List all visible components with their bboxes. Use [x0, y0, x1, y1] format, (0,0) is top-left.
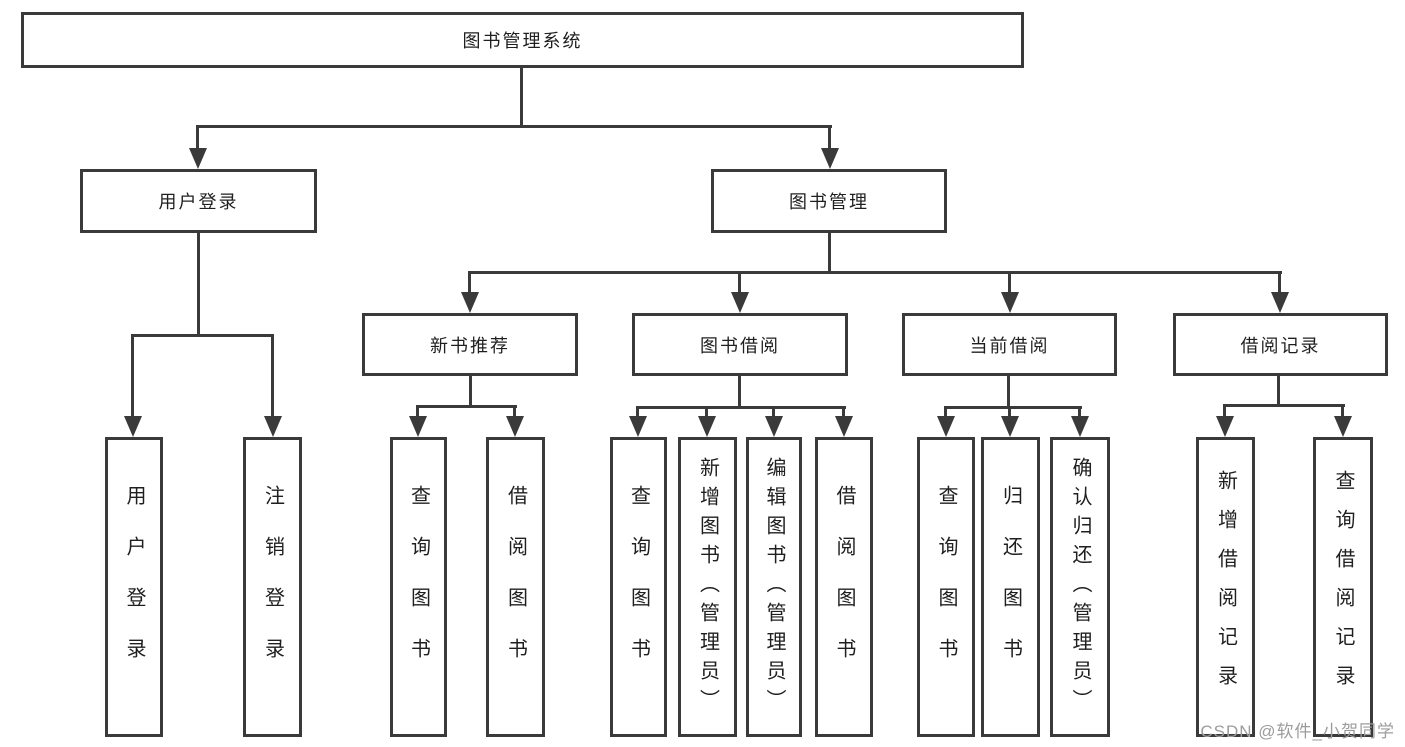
node-current-borrowing: 当前借阅	[902, 313, 1117, 376]
arrow-down-icon	[123, 334, 142, 437]
leaf-edit-books-admin-label: 编辑图书（管理员）	[763, 456, 785, 718]
node-book-management-label: 图书管理	[789, 192, 869, 212]
leaf-return-books-label: 归还图书	[999, 485, 1022, 689]
connector-line	[1007, 376, 1010, 408]
arrow-down-icon	[1000, 407, 1019, 437]
leaf-borrow-books-recommend-label: 借阅图书	[504, 485, 527, 689]
node-user-login-label: 用户登录	[158, 192, 239, 212]
leaf-user-login: 用户登录	[105, 437, 163, 737]
arrow-down-icon	[1070, 407, 1089, 437]
arrow-down-icon	[1215, 405, 1234, 437]
leaf-borrow-books-borrowing-label: 借阅图书	[833, 485, 855, 689]
node-library-system-label: 图书管理系统	[462, 31, 583, 51]
arrow-down-icon	[764, 407, 783, 437]
leaf-query-books-current-label: 查询图书	[935, 485, 957, 689]
node-borrowing-records: 借阅记录	[1173, 313, 1388, 376]
leaf-query-borrow-record: 查询借阅记录	[1313, 437, 1373, 737]
node-borrowing-records-label: 借阅记录	[1240, 335, 1321, 356]
leaf-add-borrow-record: 新增借阅记录	[1196, 437, 1255, 737]
arrow-down-icon	[730, 271, 749, 313]
leaf-query-books-current: 查询图书	[917, 437, 975, 737]
connector-line	[416, 405, 517, 408]
connector-line	[738, 376, 741, 408]
arrow-down-icon	[628, 407, 647, 437]
node-library-system: 图书管理系统	[21, 12, 1024, 68]
node-new-book-recommend-label: 新书推荐	[430, 335, 510, 356]
arrow-down-icon	[936, 407, 955, 437]
arrow-down-icon	[460, 271, 479, 313]
leaf-add-books-admin-label: 新增图书（管理员）	[696, 456, 719, 718]
arrow-down-icon	[1270, 271, 1289, 313]
leaf-borrow-books-borrowing: 借阅图书	[815, 437, 873, 737]
arrow-down-icon	[263, 334, 282, 437]
leaf-query-books-recommend: 查询图书	[390, 437, 447, 737]
leaf-add-borrow-record-label: 新增借阅记录	[1214, 470, 1237, 704]
connector-line	[197, 233, 200, 335]
leaf-edit-books-admin: 编辑图书（管理员）	[746, 437, 802, 737]
arrow-down-icon	[820, 125, 839, 169]
leaf-query-borrow-record-label: 查询借阅记录	[1332, 470, 1354, 704]
connector-line	[196, 125, 832, 128]
connector-line	[1223, 404, 1345, 407]
leaf-logout-label: 注销登录	[261, 485, 284, 689]
leaf-confirm-return-admin: 确认归还（管理员）	[1050, 437, 1110, 737]
node-book-borrowing: 图书借阅	[632, 313, 848, 376]
node-book-borrowing-label: 图书借阅	[700, 335, 780, 356]
leaf-return-books: 归还图书	[981, 437, 1040, 737]
leaf-query-books-borrowing: 查询图书	[610, 437, 667, 737]
arrow-down-icon	[1333, 405, 1352, 437]
arrow-down-icon	[1000, 271, 1019, 313]
node-user-login: 用户登录	[80, 169, 317, 233]
arrow-down-icon	[834, 407, 853, 437]
arrow-down-icon	[505, 406, 524, 437]
connector-line	[469, 376, 472, 407]
leaf-logout: 注销登录	[243, 437, 302, 737]
watermark: CSDN @软件_小贺同学	[1200, 722, 1395, 741]
node-current-borrowing-label: 当前借阅	[969, 335, 1050, 356]
leaf-add-books-admin: 新增图书（管理员）	[678, 437, 737, 737]
node-book-management: 图书管理	[711, 169, 947, 233]
leaf-query-books-recommend-label: 查询图书	[407, 485, 430, 689]
arrow-down-icon	[697, 407, 716, 437]
connector-line	[468, 271, 1282, 274]
connector-line	[636, 406, 846, 409]
leaf-user-login-label: 用户登录	[123, 485, 145, 689]
connector-line	[828, 233, 831, 272]
arrow-down-icon	[188, 125, 207, 169]
leaf-borrow-books-recommend: 借阅图书	[486, 437, 545, 737]
node-new-book-recommend: 新书推荐	[362, 313, 578, 376]
connector-line	[520, 68, 523, 126]
leaf-query-books-borrowing-label: 查询图书	[627, 485, 650, 689]
leaf-confirm-return-admin-label: 确认归还（管理员）	[1069, 456, 1091, 718]
arrow-down-icon	[408, 406, 427, 437]
connector-line	[1277, 376, 1280, 406]
connector-line	[944, 406, 1082, 409]
connector-line	[131, 334, 274, 337]
